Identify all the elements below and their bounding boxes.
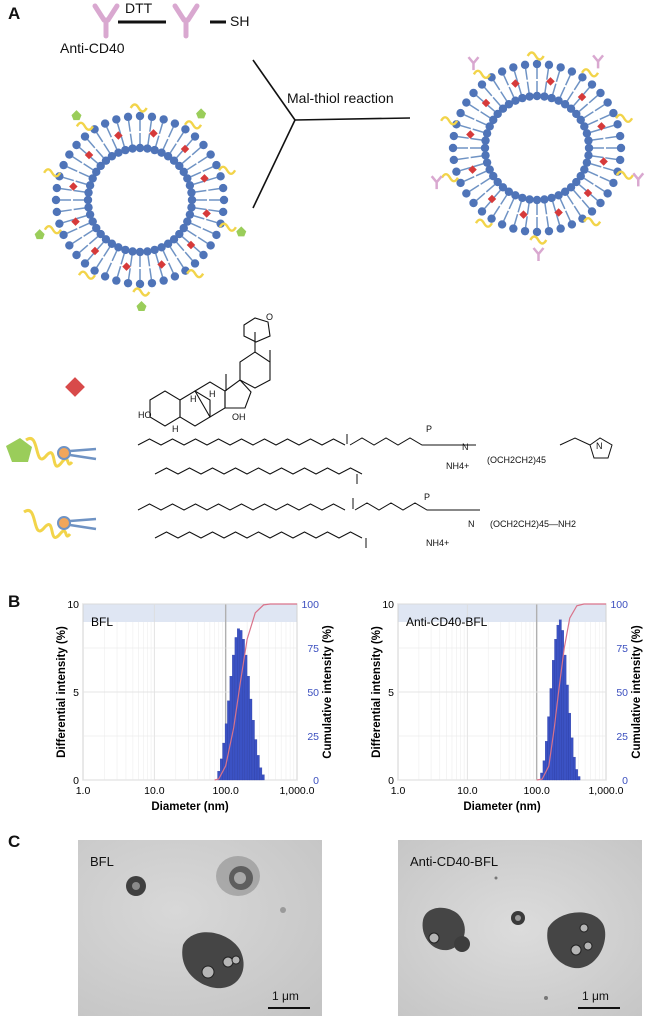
histogram-bar [549, 688, 553, 781]
x-tick-label: 1,000.0 [588, 785, 623, 797]
y-tick-label: 0 [73, 775, 79, 787]
maleimide-liposome [34, 103, 247, 311]
scale-bar-label-anti-cd40-bfl: 1 μm [582, 989, 609, 1003]
histogram-bar [575, 769, 578, 781]
histogram-bar [566, 684, 569, 781]
histogram-bar [572, 756, 576, 781]
y2-tick-label: 75 [616, 643, 628, 655]
hydroxyl-label-14: OH [232, 412, 246, 422]
x-tick-label: 1.0 [391, 785, 406, 797]
amide-n-label-2: N [468, 519, 475, 529]
ammonium-label-1: NH4+ [446, 461, 469, 471]
bufalin-structure [149, 317, 271, 427]
antibody-label: Anti-CD40 [60, 40, 125, 56]
antibody-icon [92, 3, 120, 39]
x-tick-label: 10.0 [457, 785, 478, 797]
histogram-bar [568, 712, 571, 781]
scale-bar-bfl [268, 1007, 310, 1009]
reaction-arrows [252, 59, 411, 209]
peg-label-amine: (OCH2CH2)45—NH2 [490, 519, 576, 529]
scale-bar-anti-cd40-bfl [578, 1007, 620, 1009]
chart-title: Anti-CD40-BFL [406, 615, 488, 629]
histogram-bar [261, 774, 265, 781]
hydroxyl-label-3: HO [138, 410, 152, 420]
x-axis-label: Diameter (nm) [463, 801, 540, 813]
y-tick-label: 5 [388, 687, 394, 699]
histogram-bar [545, 741, 548, 781]
y2-tick-label: 0 [313, 775, 319, 787]
x-tick-label: 1.0 [76, 785, 91, 797]
dtt-label: DTT [125, 0, 153, 16]
mal-peg-lipid-icon [6, 436, 97, 468]
ammonium-label-2: NH4+ [426, 538, 449, 548]
cumulative-curve [214, 603, 297, 781]
histogram-bar [577, 776, 581, 781]
peg-lipid-icon [23, 508, 97, 539]
drug-icon [65, 377, 85, 397]
chart-header-band [83, 604, 297, 622]
antibody-liposome [430, 51, 645, 261]
histogram-bar [552, 660, 555, 781]
y2-tick-label: 50 [616, 687, 628, 699]
dspe-peg-amine-structure [137, 498, 480, 548]
y2-tick-label: 75 [307, 643, 319, 655]
histogram-bar [563, 654, 567, 781]
y2-tick-label: 100 [301, 599, 319, 611]
histogram-bar [570, 737, 574, 781]
cumulative-curve [536, 603, 606, 781]
chart-title: BFL [91, 615, 113, 629]
y-axis-label: Differential intensity (%) [56, 626, 68, 758]
panel-a-figure: HO OH H H H O P NH4+ N (OCH2CH2)45 N P N… [6, 3, 645, 548]
tem-image-anti-cd40-bfl: Anti-CD40-BFL 1 μm [398, 840, 642, 1016]
panel-c-letter: C [8, 832, 21, 851]
tem-image-bfl: BFL 1 μm [78, 840, 322, 1016]
y-tick-label: 10 [67, 599, 79, 611]
histogram-bar [558, 619, 562, 781]
y2-tick-label: 50 [307, 687, 319, 699]
x-tick-label: 100.0 [524, 785, 550, 797]
y-tick-label: 5 [73, 687, 79, 699]
panel-a-letter: A [8, 4, 21, 23]
maleimide-n-label: N [596, 441, 603, 451]
amide-n-label-1: N [462, 442, 469, 452]
y2-tick-label: 25 [307, 731, 319, 743]
histogram-bar [259, 767, 263, 781]
y2-tick-label: 25 [616, 731, 628, 743]
y2-tick-label: 0 [622, 775, 628, 787]
tem-particles-bfl [126, 856, 286, 989]
lactone-o-label: O [266, 312, 273, 322]
tem-particles-anti-cd40-bfl [422, 876, 606, 1000]
x-axis-label: Diameter (nm) [151, 801, 228, 813]
y2-axis-label: Cumulative intensity (%) [322, 625, 334, 759]
peg-label-mal: (OCH2CH2)45 [487, 455, 546, 465]
chart-header-band [398, 604, 606, 622]
x-tick-label: 100.0 [213, 785, 239, 797]
phosphorus-label-2: P [424, 492, 430, 502]
histogram-bar [547, 716, 551, 781]
phosphorus-label-1: P [426, 424, 432, 434]
dspe-peg-mal-structure [137, 434, 613, 484]
reduced-antibody-icon [172, 3, 200, 39]
y-tick-label: 0 [388, 775, 394, 787]
tem-label-bfl: BFL [90, 854, 114, 869]
sh-label: SH [230, 13, 250, 29]
stereo-h-label-1: H [190, 394, 197, 404]
y2-tick-label: 100 [610, 599, 628, 611]
x-tick-label: 10.0 [144, 785, 165, 797]
x-tick-label: 1,000.0 [279, 785, 314, 797]
scale-bar-label-bfl: 1 μm [272, 989, 299, 1003]
reaction-label: Mal-thiol reaction [287, 90, 394, 106]
stereo-h-label-2: H [209, 389, 216, 399]
tem-label-anti-cd40-bfl: Anti-CD40-BFL [410, 854, 499, 869]
stereo-h-label-3: H [172, 424, 179, 434]
y-axis-label: Differential intensity (%) [371, 626, 383, 758]
y-tick-label: 10 [382, 599, 394, 611]
y2-axis-label: Cumulative intensity (%) [631, 625, 643, 759]
panel-b-letter: B [8, 592, 21, 611]
